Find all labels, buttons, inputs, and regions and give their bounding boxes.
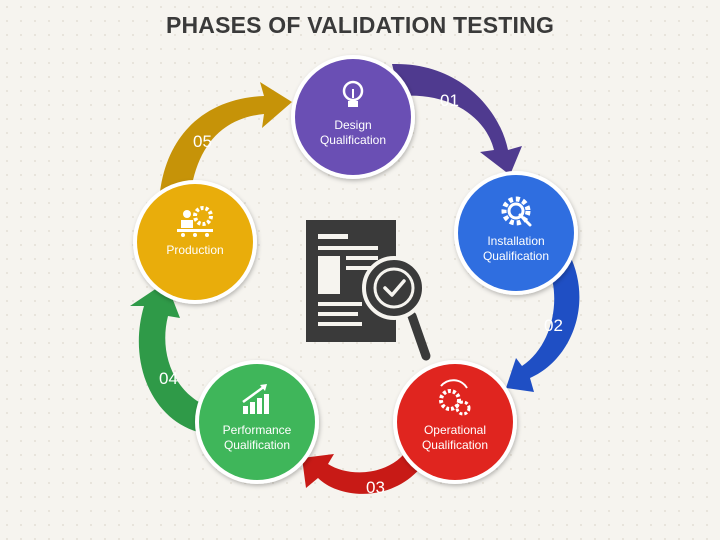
gears-icon (439, 379, 471, 416)
phase-circle-production (133, 180, 257, 304)
phase-label-line: Design (334, 118, 372, 132)
step-number-02: 02 (544, 316, 563, 335)
growth-chart-icon (242, 384, 269, 414)
gear-wrench-icon (501, 196, 532, 227)
phase-circle-design (291, 55, 415, 179)
arrow-04 (130, 282, 212, 432)
phase-label-line: Qualification (319, 133, 387, 147)
arrow-01 (392, 63, 522, 175)
phase-circle-installation (454, 171, 578, 295)
phase-circle-performance (195, 360, 319, 484)
arrow-05 (160, 82, 292, 198)
phase-label-line: Production (166, 243, 224, 257)
step-number-05: 05 (193, 132, 212, 151)
step-number-03: 03 (366, 478, 385, 497)
document-search-icon (306, 220, 431, 361)
phase-label-line: Qualification (223, 438, 291, 452)
phase-label-production: Production (140, 243, 250, 258)
phase-circle-operational (393, 360, 517, 484)
arrow-02 (506, 248, 580, 392)
phase-label-line: Qualification (482, 249, 550, 263)
phase-label-line: Performance (222, 423, 292, 437)
step-number-04: 04 (159, 369, 178, 388)
arrow-03 (302, 446, 430, 494)
factory-icon (177, 206, 213, 237)
lightbulb-icon (342, 80, 364, 107)
step-number-01: 01 (440, 91, 459, 110)
page-title: PHASES OF VALIDATION TESTING (165, 12, 555, 38)
phase-label-line: Installation (487, 234, 545, 248)
phase-label-line: Operational (423, 423, 487, 437)
phase-label-line: Qualification (421, 438, 489, 452)
